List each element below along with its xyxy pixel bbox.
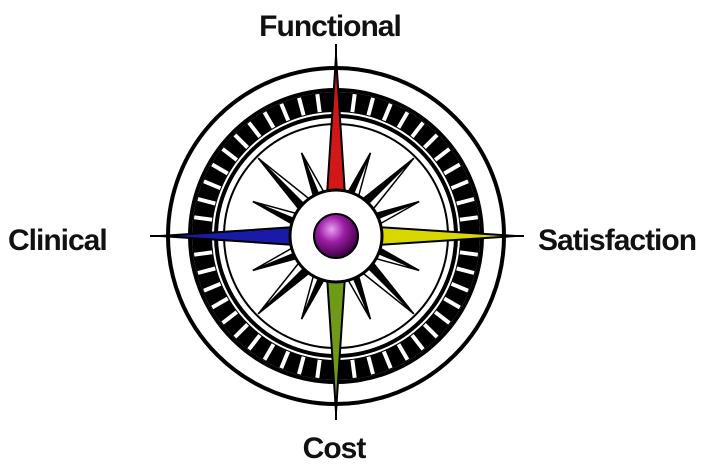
tick-mark (317, 94, 319, 112)
tick-mark (194, 217, 212, 219)
tick-mark (194, 252, 212, 254)
label-west: Clinical (8, 224, 107, 257)
label-south: Cost (303, 432, 367, 464)
tick-mark (352, 94, 354, 112)
label-north: Functional (259, 10, 401, 43)
label-east: Satisfaction (538, 224, 696, 257)
center-jewel (314, 214, 358, 258)
tick-mark (460, 252, 478, 254)
tick-mark (460, 217, 478, 219)
tick-mark (352, 360, 354, 378)
tick-mark (317, 360, 319, 378)
